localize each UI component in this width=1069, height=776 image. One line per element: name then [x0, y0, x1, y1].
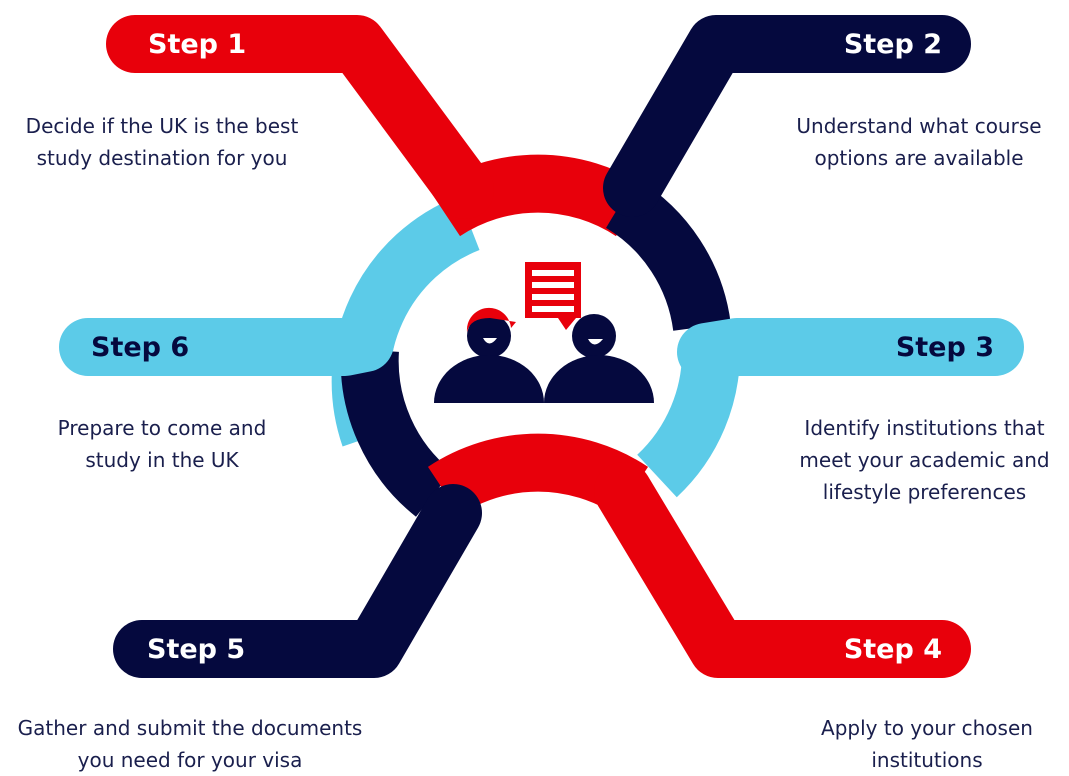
ring-segment-navy-left: [340, 348, 453, 517]
step-5-description: Gather and submit the documents you need…: [17, 716, 363, 772]
step-3-label: Step 3: [896, 332, 994, 363]
arm-step-3: [677, 318, 1024, 381]
arm-step-1: [106, 15, 494, 219]
step-labels: Step 1 Step 2 Step 3 Step 4 Step 5 Step …: [91, 29, 994, 665]
step-5-label: Step 5: [147, 634, 245, 665]
step-1-label: Step 1: [148, 29, 246, 60]
step-2-description: Understand what course options are avail…: [796, 114, 1042, 170]
step-4-label: Step 4: [844, 634, 942, 665]
left-person-icon: [434, 307, 544, 403]
two-people-chatting-icon: [434, 262, 654, 403]
center-ring: [331, 154, 741, 517]
arm-step-2: [603, 15, 971, 217]
step-6-description: Prepare to come and study in the UK: [57, 416, 267, 472]
step-3-description: Identify institutions that meet your aca…: [799, 416, 1050, 504]
ring-segment-navy-right: [605, 178, 731, 332]
right-person-icon: [544, 314, 654, 403]
step-6-label: Step 6: [91, 332, 189, 363]
step-4-description: Apply to your chosen institutions: [821, 716, 1033, 772]
connector-arms: [59, 15, 1024, 678]
arm-step-6: [59, 314, 394, 376]
step-2-label: Step 2: [844, 29, 942, 60]
arm-step-4: [594, 462, 971, 678]
arm-step-5: [113, 484, 482, 678]
step-1-description: Decide if the UK is the best study desti…: [25, 114, 299, 170]
